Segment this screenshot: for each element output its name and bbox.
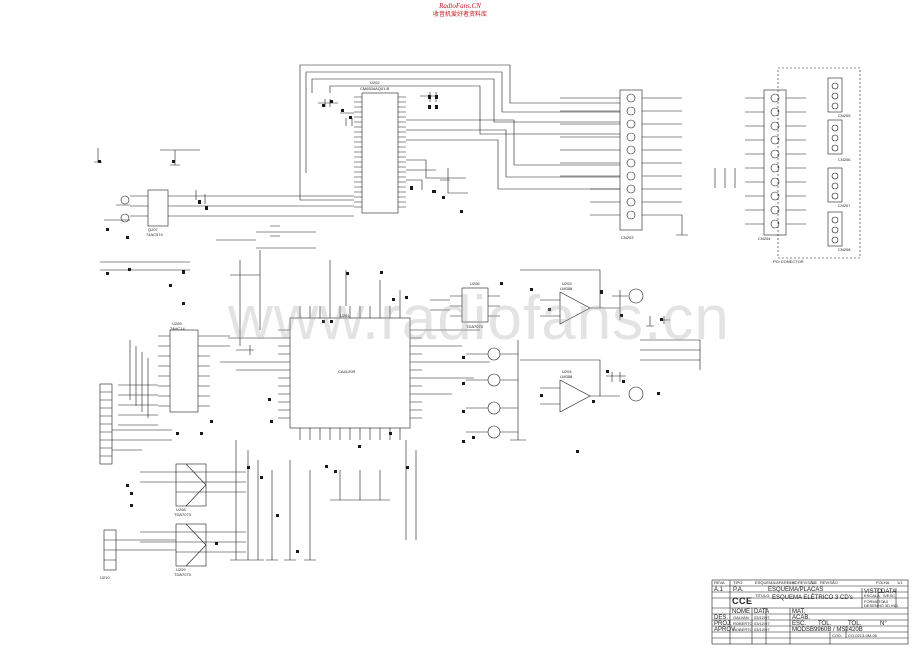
tb-folha-label: FOLHA: [876, 580, 890, 585]
tb-formato: FORMATO: [864, 599, 884, 604]
tb-des-name: GALVAN: [733, 615, 749, 620]
connector-cn203-body: [619, 89, 643, 231]
tb-field-h5: REVISÃO: [820, 580, 838, 585]
tb-formato-value: A3: [883, 599, 888, 604]
ic-u202-pins: [354, 96, 406, 208]
label-q207-part: 74AC574: [146, 232, 163, 237]
tb-data2: DATA: [754, 609, 770, 615]
watermark-text: www.radiofans.cn: [228, 284, 730, 353]
connector-cn203-pins: [626, 93, 636, 220]
label-q209: U209: [176, 567, 186, 572]
label-u204-part: LM358: [560, 374, 573, 379]
label-q209-part: TDA7073: [174, 572, 191, 577]
label-cn205: CN205: [838, 113, 851, 118]
ic-q207-body: [147, 189, 169, 227]
tb-des-date: 03/12/97: [754, 615, 770, 620]
connector-cn207-body: [827, 167, 843, 203]
ic-u205-body: [169, 329, 199, 413]
label-q207: Q207: [148, 227, 158, 232]
tb-acab: ACAB.: [792, 615, 811, 621]
ic-u202-body: [361, 92, 399, 214]
label-cn207: CN207: [838, 203, 851, 208]
label-u205-part: 74HC14: [170, 326, 185, 331]
label-u203: U203: [562, 281, 572, 286]
tb-title-label: TÍTULO:: [755, 593, 771, 598]
opamp-u203: [559, 291, 591, 325]
label-cn203: CN203: [621, 235, 634, 240]
connector-cn208-body: [827, 211, 843, 247]
tb-proj: PROJ.: [714, 621, 732, 627]
tb-proj-date: 03/12/97: [754, 621, 770, 626]
label-u204: U204: [562, 369, 572, 374]
tb-tol1: TOL.: [818, 621, 832, 627]
tb-field-h0: TIPO: [733, 580, 743, 585]
label-u202-part: CM6534AQ01.B: [360, 86, 390, 91]
title-block-frame: [711, 579, 909, 645]
tb-escala-value: S/ESC: [883, 593, 896, 598]
tb-visto: VISTO: [864, 589, 882, 595]
tb-mod-value: SB9960B / MS2420B: [806, 627, 863, 633]
label-u201: U201: [340, 313, 350, 318]
pci-connector-outline: [777, 67, 861, 259]
tb-tol2: TOL.: [848, 621, 862, 627]
label-u210: U210: [100, 575, 110, 580]
tb-nome: NOME: [732, 609, 750, 615]
tb-data: DATA: [881, 589, 897, 595]
ic-q206-body: [461, 287, 489, 323]
tb-brand-logo: CCE: [732, 596, 753, 606]
tb-cod-value: CO-0213-0M-06: [848, 633, 877, 638]
tb-field-h3: REVISÃO: [798, 580, 816, 585]
tb-des: DES.: [714, 615, 729, 621]
label-q208-part: TDA7073: [174, 512, 191, 517]
tb-esc: ESC.: [792, 621, 807, 627]
tb-escala: ESCALA: [864, 593, 880, 598]
label-q206-part: TDA7073: [466, 324, 483, 329]
ic-q208-body: [175, 463, 207, 507]
label-u201-part: CA4120R: [338, 369, 356, 374]
tb-cod-label: COD.: [832, 633, 842, 638]
label-u203-part: LM358: [560, 286, 573, 291]
site-header-subtitle: 收音机爱好者资料库: [432, 12, 487, 18]
connector-cn205-body: [827, 77, 843, 113]
tb-aprov: APROV.: [714, 627, 737, 633]
tb-small-note: DESENHO 3D IND.: [864, 603, 900, 608]
connector-cn204-body: [763, 89, 787, 236]
label-cn208: CN208: [838, 247, 851, 252]
tb-field-h4: LC: [812, 580, 818, 585]
tb-proj-name: ROBERTO: [733, 621, 753, 626]
tb-rev-val2: A.1: [714, 587, 724, 593]
label-u202: U202: [370, 80, 380, 85]
label-q206: U206: [470, 281, 480, 286]
tb-pa-label: P.A.: [733, 587, 744, 593]
tb-aprov-date: 03/12/97: [754, 627, 770, 632]
ic-q209-body: [175, 523, 207, 567]
tb-field-h1: ESQUEMA/APARELHO: [755, 580, 798, 585]
connector-cn206-body: [827, 119, 843, 155]
tb-rev-label: REV.: [714, 580, 723, 585]
tb-rev-value: A: [722, 580, 725, 585]
tb-n: N°: [880, 621, 887, 627]
tb-field-h2: HC: [790, 580, 796, 585]
label-cn204: CN204: [758, 236, 771, 241]
tb-title-value: ESQUEMA ELÉTRICO 3 CD's: [772, 595, 853, 601]
tb-mod-label: MOD.: [792, 627, 808, 633]
tb-pa-value: ESQUEMA/PLACAS: [768, 587, 824, 593]
opamp-u204: [559, 379, 591, 413]
label-pci-connector: PCI CONECTOR: [773, 259, 804, 264]
tb-folha-value: 1/1: [897, 580, 903, 585]
label-u205: U205: [172, 321, 182, 326]
site-header-link[interactable]: RadioFans.CN: [439, 2, 481, 10]
label-cn206: CN206: [838, 157, 851, 162]
tb-aprov-name: ROBERTO: [733, 627, 753, 632]
tb-mat: MAT.: [792, 609, 806, 615]
label-q208: U208: [176, 507, 186, 512]
